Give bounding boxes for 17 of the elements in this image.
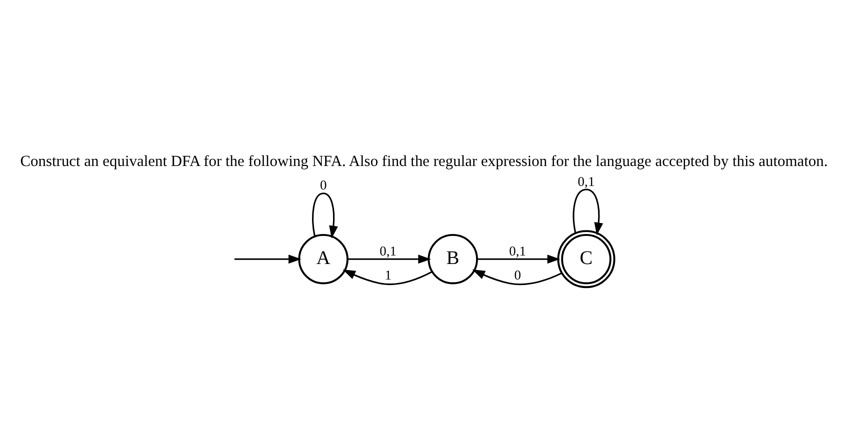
edge-label: 0 [320, 177, 327, 192]
arrow [477, 254, 560, 264]
edge-label: 0,1 [380, 242, 397, 258]
arrow [572, 188, 604, 235]
node-circle: A [298, 233, 348, 284]
arrow [472, 269, 562, 285]
arrow [234, 254, 302, 264]
node-circle: C [557, 230, 616, 288]
node-circle: B [428, 233, 478, 284]
edge-label: 1 [384, 267, 392, 282]
arrow [348, 254, 431, 264]
edge-label: 0,1 [509, 242, 526, 258]
diagram-title: Construct an equivalent DFA for the following NFA. Also find the regular expression for the language accepted by this automaton. [20, 152, 828, 170]
arrow [312, 192, 338, 238]
arrow [342, 269, 432, 285]
edge-label: 0 [514, 267, 522, 282]
edge-label: 0,1 [578, 173, 595, 188]
